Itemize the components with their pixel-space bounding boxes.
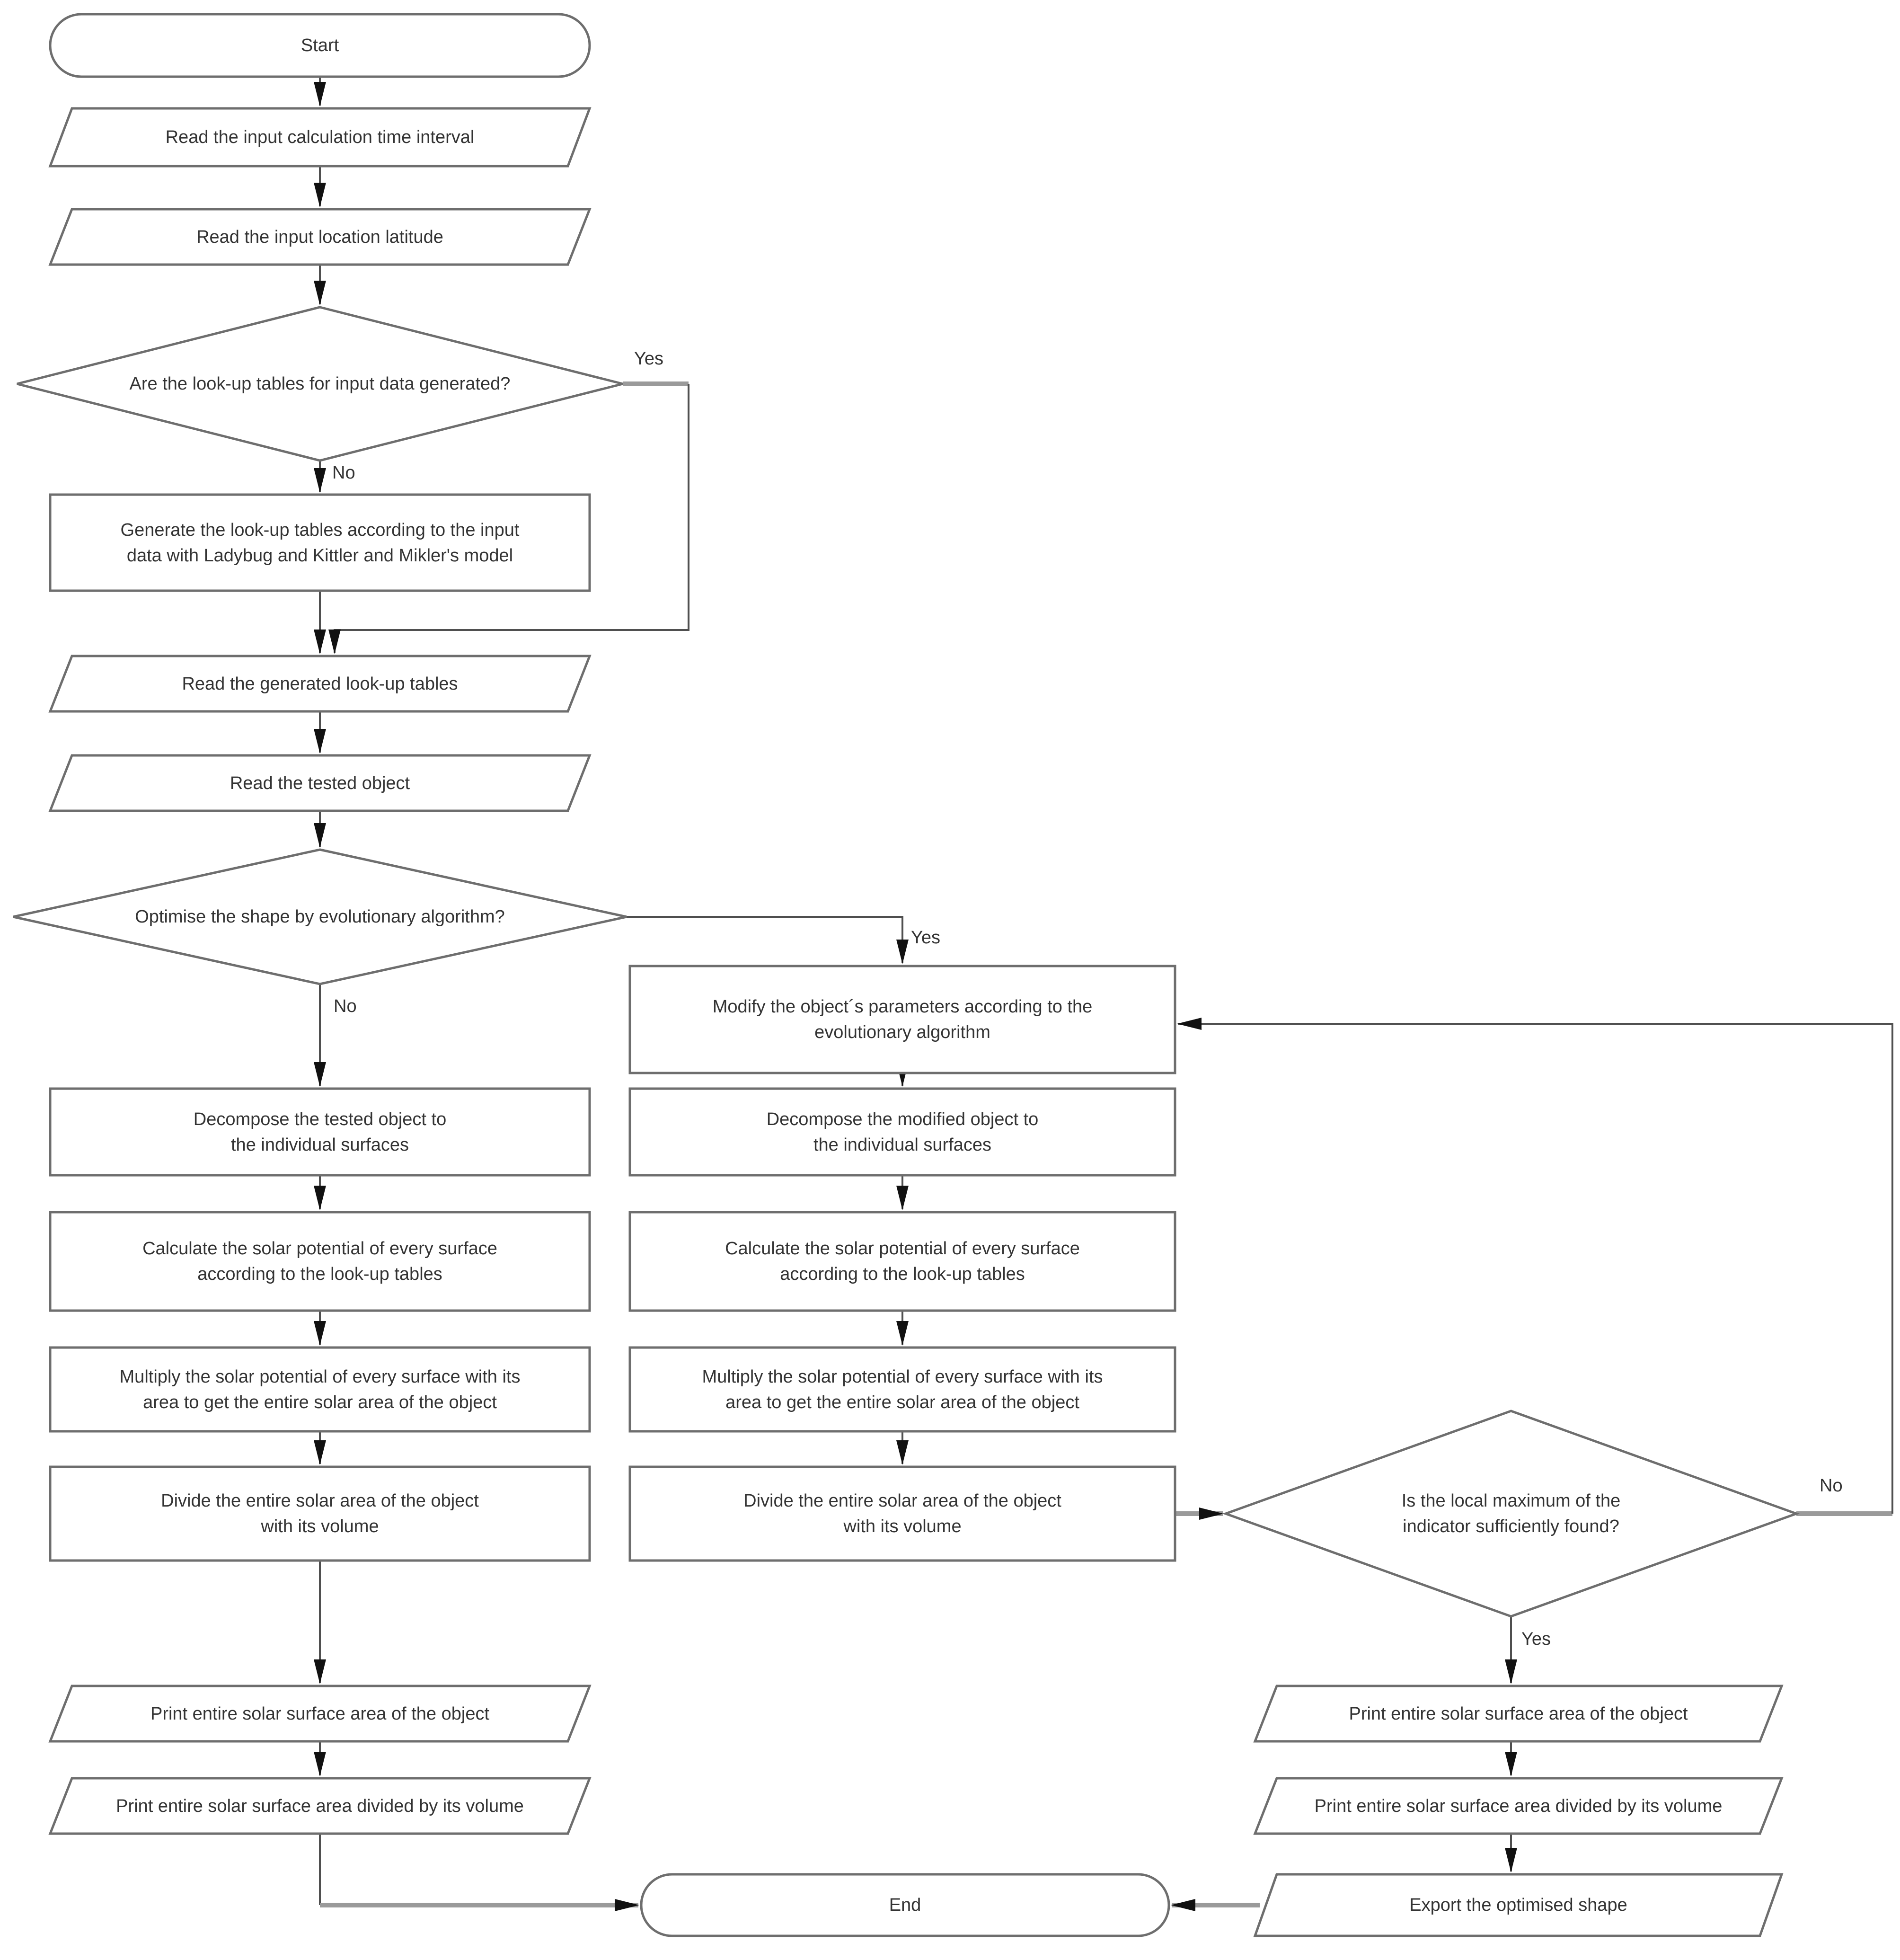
io-read-tested-object-shape bbox=[48, 754, 592, 812]
process-divide-right-shape bbox=[628, 1465, 1176, 1562]
io-read-latitude-shape bbox=[48, 208, 592, 266]
process-generate-lookup-shape bbox=[49, 493, 591, 592]
terminator-start-shape bbox=[49, 13, 591, 78]
shapes bbox=[13, 13, 1800, 1937]
decision-local-maximum-shape bbox=[1222, 1410, 1800, 1618]
decision-lookup-generated-shape bbox=[17, 306, 623, 462]
process-multiply-left-shape bbox=[49, 1346, 591, 1433]
process-calculate-right-shape bbox=[628, 1211, 1176, 1312]
io-print-area-left-shape bbox=[48, 1685, 592, 1743]
process-multiply-right-shape bbox=[628, 1346, 1176, 1433]
process-decompose-modified-shape bbox=[628, 1087, 1176, 1177]
terminator-end-shape bbox=[640, 1873, 1170, 1937]
edge-d2-yes-mod bbox=[627, 916, 909, 964]
io-print-divided-right-shape bbox=[1253, 1777, 1784, 1835]
process-decompose-tested-shape bbox=[49, 1087, 591, 1177]
io-read-time-interval-shape bbox=[48, 107, 592, 168]
edges bbox=[314, 77, 1893, 1911]
process-modify-shape bbox=[628, 965, 1176, 1074]
io-print-divided-left-shape bbox=[48, 1777, 592, 1835]
process-calculate-left-shape bbox=[49, 1211, 591, 1312]
edge-d1-yes-seg2 bbox=[328, 384, 689, 654]
io-print-area-right-shape bbox=[1253, 1685, 1784, 1743]
process-divide-left-shape bbox=[49, 1465, 591, 1562]
io-export-shape bbox=[1253, 1873, 1784, 1937]
decision-optimise-shape bbox=[13, 848, 627, 985]
edge-d3-no-loop bbox=[1177, 1018, 1893, 1514]
io-read-lookup-tables-shape bbox=[48, 655, 592, 713]
